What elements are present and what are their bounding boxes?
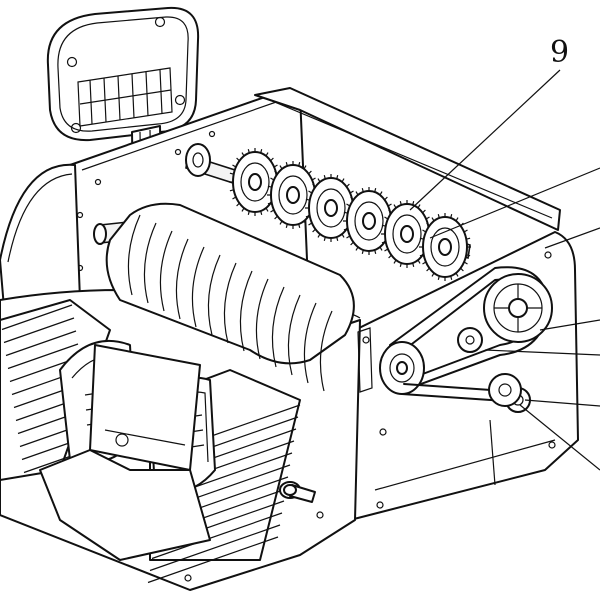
plate-slot [357, 327, 373, 393]
display-panel [46, 6, 200, 142]
gear [419, 213, 471, 281]
roller-ring [143, 222, 157, 304]
roller-ring [127, 214, 141, 296]
roller-ring [255, 278, 269, 360]
roller-ring [191, 246, 205, 328]
rear-cover [254, 87, 561, 231]
hopper-finger [149, 524, 281, 572]
center-block [39, 344, 211, 561]
roller-ring [287, 294, 301, 376]
gear [267, 161, 319, 229]
roller-ring [175, 238, 189, 320]
roller-ring [303, 302, 317, 384]
roller-ring [223, 262, 237, 344]
gear-stack [229, 148, 471, 281]
lower-pulley [488, 373, 522, 407]
hopper-finger [3, 317, 75, 344]
gear [229, 148, 281, 216]
display-digit-windows [77, 67, 173, 127]
hopper-finger [151, 512, 283, 560]
gear [305, 174, 357, 242]
hopper-finger [1, 304, 73, 331]
hopper-finger [147, 536, 279, 584]
right-side-plate [344, 231, 579, 521]
hopper-finger [5, 330, 77, 357]
gear [343, 187, 395, 255]
roller-ring [207, 254, 221, 336]
callout-9-label: 9 [550, 35, 569, 70]
small-pulley [379, 341, 425, 395]
leader-lines [409, 69, 600, 471]
roller-ring [239, 270, 253, 352]
roller-ring [159, 230, 173, 312]
transport-roller [93, 202, 355, 392]
roller-ring [319, 310, 333, 392]
hopper-finger [7, 343, 79, 370]
large-pulley [483, 273, 553, 343]
idler-pulley [457, 327, 483, 353]
roller-ring [271, 286, 285, 368]
adjustment-knob [279, 481, 316, 503]
